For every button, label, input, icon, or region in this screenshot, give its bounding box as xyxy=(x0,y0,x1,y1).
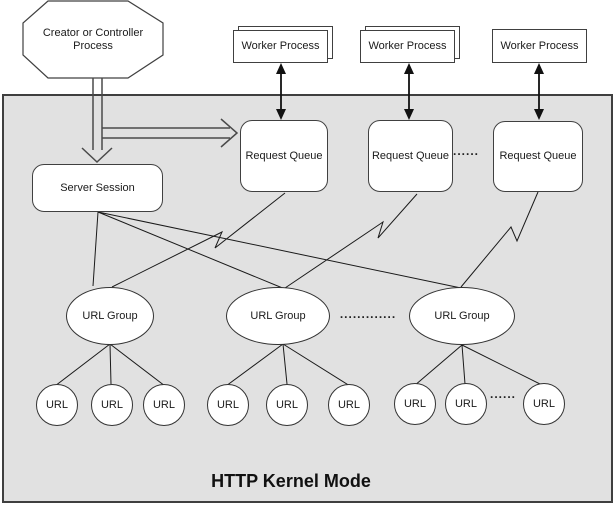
creator-to-queue-arrow xyxy=(102,118,239,148)
url1-label: URL xyxy=(45,398,68,411)
url-1: URL xyxy=(36,384,78,426)
url8-label: URL xyxy=(454,397,477,410)
queue1-label: Request Queue xyxy=(245,149,323,162)
url-group-1: URL Group xyxy=(66,287,154,345)
groups-ellipsis: ............. xyxy=(339,307,397,321)
url6-label: URL xyxy=(337,398,360,411)
url-9: URL xyxy=(523,383,565,425)
group2-to-urls-lines xyxy=(225,343,351,387)
worker-process-1: Worker Process xyxy=(233,30,328,63)
creator-controller-label: Creator or Controller Process xyxy=(42,27,144,52)
urls-ellipsis: ...... xyxy=(489,387,516,401)
session-to-groups-lines xyxy=(92,211,462,290)
queue1-group1-zigzag xyxy=(111,192,286,288)
url9-label: URL xyxy=(532,397,555,410)
kernel-mode-title: HTTP Kernel Mode xyxy=(211,471,371,491)
server-session: Server Session xyxy=(32,164,163,212)
queue2-group2-zigzag xyxy=(284,193,418,289)
url-5: URL xyxy=(266,384,308,426)
url-2: URL xyxy=(91,384,133,426)
url-group-3: URL Group xyxy=(409,287,515,345)
creator-to-session-arrow xyxy=(81,78,113,164)
group1-label: URL Group xyxy=(82,309,138,322)
url3-label: URL xyxy=(152,398,175,411)
url5-label: URL xyxy=(275,398,298,411)
group2-label: URL Group xyxy=(250,309,306,322)
url4-label: URL xyxy=(216,398,239,411)
url2-label: URL xyxy=(100,398,123,411)
request-queue-3: Request Queue xyxy=(493,121,583,192)
queues-ellipsis: ...... xyxy=(452,144,479,158)
worker2-label: Worker Process xyxy=(368,40,447,52)
url7-label: URL xyxy=(403,397,426,410)
url-7: URL xyxy=(394,383,436,425)
url-4: URL xyxy=(207,384,249,426)
url-6: URL xyxy=(328,384,370,426)
request-queue-2: Request Queue xyxy=(368,120,453,192)
queue2-label: Request Queue xyxy=(371,149,450,162)
request-queue-1: Request Queue xyxy=(240,120,328,192)
queue3-group3-zigzag xyxy=(460,191,539,288)
url-group-2: URL Group xyxy=(226,287,330,345)
group3-to-urls-lines xyxy=(413,344,547,388)
url-3: URL xyxy=(143,384,185,426)
worker1-label: Worker Process xyxy=(241,40,320,52)
worker1-queue1-arrow xyxy=(276,63,286,120)
worker3-queue3-arrow xyxy=(534,63,544,120)
group1-to-urls-lines xyxy=(54,343,166,387)
worker-process-3: Worker Process xyxy=(492,29,587,63)
queue3-label: Request Queue xyxy=(499,150,577,162)
server-session-label: Server Session xyxy=(60,181,135,194)
worker2-queue2-arrow xyxy=(404,63,414,120)
creator-controller-process: Creator or Controller Process xyxy=(33,18,153,62)
url-8: URL xyxy=(445,383,487,425)
group3-label: URL Group xyxy=(434,309,490,322)
octagon-shape xyxy=(22,0,164,79)
worker-process-2: Worker Process xyxy=(360,30,455,63)
worker3-label: Worker Process xyxy=(500,39,579,52)
